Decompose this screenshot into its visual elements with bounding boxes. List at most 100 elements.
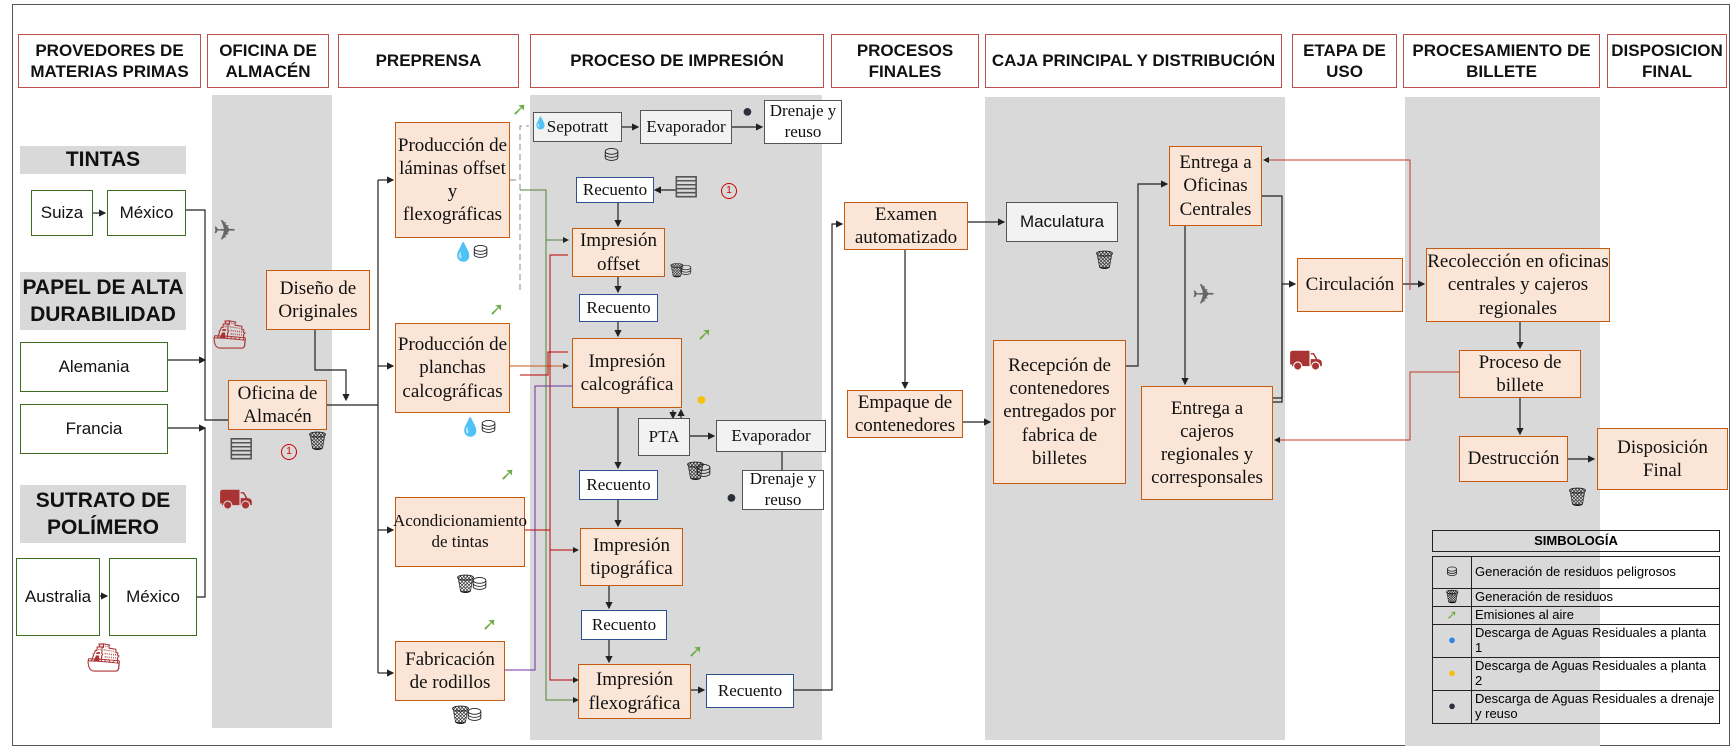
number-badge: 1	[721, 183, 737, 199]
supplier-mexico-polimero: México	[109, 558, 197, 636]
maculatura: Maculatura	[1006, 202, 1118, 242]
oficina-almacen: Oficina de Almacén	[228, 380, 327, 430]
hazardous-waste-icon: ⛁	[472, 574, 488, 594]
ship-icon: ⛴	[212, 320, 248, 351]
paper-stack-icon: ▤	[673, 170, 700, 201]
legend-row: ➚ Emisiones al aire	[1432, 605, 1720, 625]
circulacion: Circulación	[1297, 258, 1403, 312]
sepotratt: Sepotratt	[533, 112, 622, 142]
legend-row: ● Descarga de Aguas Residuales a planta …	[1432, 656, 1720, 691]
pta: PTA	[638, 418, 690, 456]
header-proceso-impresion: PROCESO DE IMPRESIÓN	[530, 34, 824, 88]
recuento-3: Recuento	[579, 470, 658, 500]
header-proveedores: PROVEDORES DE MATERIAS PRIMAS	[18, 34, 201, 88]
impresion-flexografica: Impresión flexográfica	[578, 664, 691, 719]
trash-icon: 🗑	[684, 461, 707, 481]
hazardous-waste-icon: ⛁	[481, 417, 497, 437]
fabricacion-rodillos: Fabricación de rodillos	[395, 641, 505, 701]
water-drop-blue-icon: 💧	[533, 116, 548, 130]
legend-row: ⛁ Generación de residuos peligrosos	[1432, 556, 1720, 589]
evaporador-superior: Evaporador	[640, 110, 732, 144]
recuento-4: Recuento	[581, 610, 667, 640]
truck-icon: ⛟	[218, 484, 254, 515]
water-drop-dark-icon: ●	[1448, 698, 1456, 714]
paper-stack-icon: ▤	[228, 432, 255, 463]
impresion-tipografica: Impresión tipográfica	[580, 528, 683, 586]
produccion-planchas: Producción de planchas calcográficas	[395, 323, 510, 413]
air-emission-arrow-icon: ➚	[489, 299, 505, 319]
evaporador-inferior: Evaporador	[716, 420, 826, 452]
category-papel: PAPEL DE ALTA DURABILIDAD	[20, 272, 186, 330]
water-drop-blue-icon: 💧	[459, 417, 482, 437]
header-oficina-almacen: OFICINA DE ALMACÉN	[207, 34, 329, 88]
entrega-cajeros-regionales: Entrega a cajeros regionales y correspon…	[1141, 386, 1273, 500]
supplier-alemania: Alemania	[20, 342, 168, 392]
legend-title: SIMBOLOGÍA	[1432, 530, 1720, 552]
destruccion: Destrucción	[1459, 436, 1568, 482]
legend-text: Descarga de Aguas Residuales a planta 2	[1471, 656, 1720, 691]
trash-icon: 🗑	[449, 705, 472, 725]
legend-text: Descarga de Aguas Residuales a drenaje y…	[1471, 689, 1720, 724]
drenaje-reuso-superior: Drenaje y reuso	[764, 100, 842, 144]
impresion-calcografica: Impresión calcográfica	[572, 338, 682, 408]
air-emission-arrow-icon: ➚	[500, 464, 516, 484]
legend: SIMBOLOGÍA ⛁ Generación de residuos peli…	[1432, 530, 1720, 724]
legend-text: Generación de residuos	[1471, 588, 1720, 607]
empaque-contenedores: Empaque de contenedores	[847, 390, 963, 438]
legend-row: ● Descarga de Aguas Residuales a planta …	[1432, 623, 1720, 658]
air-emission-arrow-icon: ➚	[482, 614, 498, 634]
category-tintas: TINTAS	[20, 146, 186, 174]
number-badge: 1	[281, 444, 297, 460]
drenaje-reuso-inferior: Drenaje y reuso	[742, 469, 824, 510]
trash-icon: 🗑	[1443, 589, 1461, 604]
trash-icon: 🗑	[306, 431, 329, 451]
legend-text: Generación de residuos peligrosos	[1471, 556, 1720, 589]
air-emission-arrow-icon: ➚	[688, 641, 704, 661]
recuento-2: Recuento	[579, 294, 658, 322]
water-drop-dark-icon: ●	[726, 487, 737, 507]
proceso-billete: Proceso de billete	[1459, 350, 1581, 398]
water-drop-yellow-icon: ●	[696, 389, 707, 409]
disposicion-final: Disposición Final	[1597, 428, 1728, 490]
trash-icon: 🗑	[1566, 487, 1589, 507]
hazardous-waste-icon: ⛁	[696, 461, 712, 481]
recoleccion: Recolección en oficinas centrales y caje…	[1426, 248, 1610, 322]
examen-automatizado: Examen automatizado	[844, 202, 968, 250]
hazardous-waste-icon: ⛁	[1446, 564, 1458, 580]
air-emission-arrow-icon: ➚	[697, 324, 713, 344]
legend-row: ● Descarga de Aguas Residuales a drenaje…	[1432, 689, 1720, 724]
impresion-offset: Impresión offset	[572, 228, 665, 277]
header-disposicion-final: DISPOSICION FINAL	[1607, 34, 1727, 88]
trash-icon: 🗑	[668, 264, 686, 279]
truck-icon: ⛟	[1288, 345, 1324, 376]
header-procesos-finales: PROCESOS FINALES	[831, 34, 979, 88]
supplier-francia: Francia	[20, 404, 168, 454]
water-drop-dark-icon: ●	[742, 101, 753, 121]
header-preprensa: PREPRENSA	[338, 34, 519, 88]
water-drop-blue-icon: ●	[1448, 632, 1456, 648]
recepcion-contenedores: Recepción de contenedores entregados por…	[993, 340, 1126, 484]
air-emission-arrow-icon: ➚	[1446, 606, 1458, 622]
category-sustrato: SUTRATO DE POLÍMERO	[20, 485, 186, 543]
diseno-originales: Diseño de Originales	[266, 270, 370, 330]
produccion-laminas: Producción de láminas offset y flexográf…	[395, 122, 510, 238]
supplier-australia: Australia	[16, 558, 100, 636]
air-emission-arrow-icon: ➚	[512, 99, 528, 119]
recuento-5: Recuento	[706, 674, 794, 708]
legend-table: ⛁ Generación de residuos peligrosos 🗑 Ge…	[1432, 556, 1720, 724]
acondicionamiento-tintas: Acondicionamiento de tintas	[393, 497, 527, 567]
diagram-frame	[12, 4, 1730, 746]
header-procesamiento-billete: PROCESAMIENTO DE BILLETE	[1403, 34, 1600, 88]
trash-icon: 🗑	[454, 574, 477, 594]
hazardous-waste-icon: ⛁	[680, 264, 692, 279]
trash-icon: 🗑	[1093, 250, 1116, 270]
supplier-mexico-tintas: México	[107, 190, 186, 236]
legend-text: Emisiones al aire	[1471, 605, 1720, 625]
legend-text: Descarga de Aguas Residuales a planta 1	[1471, 623, 1720, 658]
header-etapa-uso: ETAPA DE USO	[1292, 34, 1397, 88]
hazardous-waste-icon: ⛁	[467, 705, 483, 725]
airplane-icon: ✈	[213, 216, 237, 247]
entrega-oficinas-centrales: Entrega a Oficinas Centrales	[1169, 146, 1262, 226]
water-drop-blue-icon: 💧	[452, 242, 475, 262]
